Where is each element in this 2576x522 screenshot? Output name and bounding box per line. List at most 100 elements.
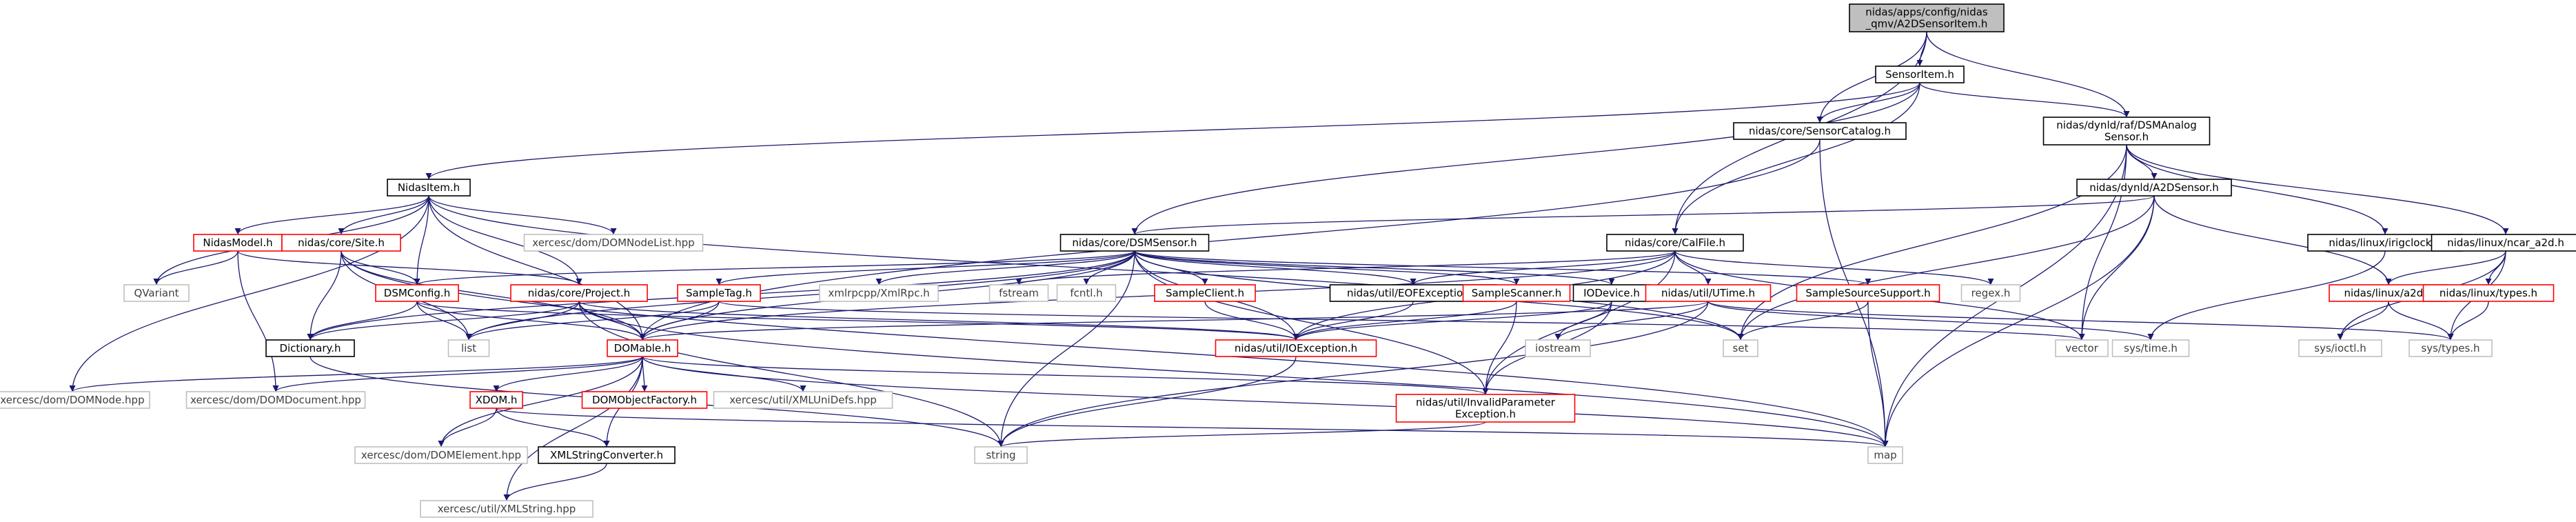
edge-ncar_a2d-to-types <box>2485 250 2506 285</box>
node-map: map <box>1867 446 1903 464</box>
node-label-root: nidas/apps/config/nidas <box>1865 6 1988 19</box>
edge-domable-to-map <box>642 356 1889 448</box>
node-string: string <box>974 446 1028 464</box>
edge-root-to-dsmanalog <box>1926 31 2130 118</box>
node-sampletag[interactable]: SampleTag.h <box>677 284 761 302</box>
node-domobjectfactory[interactable]: DOMObjectFactory.h <box>581 391 708 409</box>
node-dsmsensor[interactable]: nidas/core/DSMSensor.h <box>1059 234 1210 252</box>
node-label-samplesource: SampleSourceSupport.h <box>1805 287 1930 299</box>
edge-ioexception-to-string <box>997 356 1297 448</box>
edge-dsmanalog-to-ncar_a2d <box>2126 144 2509 235</box>
node-project[interactable]: nidas/core/Project.h <box>510 284 648 302</box>
edge-xdom-to-domelement <box>438 408 497 448</box>
node-box-systypes <box>2408 339 2493 357</box>
node-label-sampletag: SampleTag.h <box>686 287 752 299</box>
edge-dsmsensor-to-xmlrpc <box>875 250 1135 285</box>
node-irigclock[interactable]: nidas/linux/irigclock.h <box>2307 234 2463 252</box>
edge-dsmanalog-to-irigclock <box>2126 144 2389 235</box>
node-ioexception[interactable]: nidas/util/IOException.h <box>1215 339 1377 357</box>
node-samplescanner[interactable]: SampleScanner.h <box>1462 284 1571 302</box>
node-box-systime <box>2111 339 2190 357</box>
node-iostream: iostream <box>1525 339 1591 357</box>
node-label-iostream: iostream <box>1535 342 1581 354</box>
node-label-domnode: xercesc/dom/DOMNode.hpp <box>0 394 144 406</box>
node-label-nidasmodel: NidasModel.h <box>203 237 272 249</box>
edge-dsmsensor-to-dsmconfig <box>414 250 1135 285</box>
node-label-map: map <box>1874 449 1896 461</box>
edge-domable-to-domelement <box>438 356 643 448</box>
node-samplesource[interactable]: SampleSourceSupport.h <box>1796 284 1940 302</box>
node-box-sampleclient <box>1154 284 1256 302</box>
edge-dsmsensor-to-invalidparam <box>1134 250 1489 395</box>
node-types[interactable]: nidas/linux/types.h <box>2422 284 2555 302</box>
node-box-domelement <box>354 446 528 464</box>
edge-utime-to-systime <box>1707 301 2154 341</box>
node-systime: sys/time.h <box>2111 339 2190 357</box>
node-box-utime <box>1645 284 1772 302</box>
node-a2dsensor[interactable]: nidas/dynld/A2DSensor.h <box>2076 179 2232 197</box>
edge-dsmanalog-to-set <box>1737 144 2127 341</box>
node-box-samplescanner <box>1462 284 1571 302</box>
node-sysioctl: sys/ioctl.h <box>2298 339 2382 357</box>
node-label-string: string <box>986 449 1015 461</box>
node-nidasmodel[interactable]: NidasModel.h <box>193 234 283 252</box>
node-box-domobjectfactory <box>581 391 708 409</box>
node-dsmconfig[interactable]: DSMConfig.h <box>375 284 459 302</box>
node-label-ncar_a2d: nidas/linux/ncar_a2d.h <box>2447 237 2564 250</box>
edge-nidasitem-to-site <box>338 195 429 235</box>
node-xmlstringconverter[interactable]: XMLStringConverter.h <box>538 446 676 464</box>
edge-domable-to-domnode <box>69 356 643 392</box>
edge-calfile-to-fstream <box>1015 250 1676 285</box>
node-label-irigclock: nidas/linux/irigclock.h <box>2329 237 2441 249</box>
edge-project-to-string <box>578 301 1004 448</box>
node-sampleclient[interactable]: SampleClient.h <box>1154 284 1256 302</box>
edge-dsmsensor-to-list <box>465 250 1135 341</box>
node-iodevice[interactable]: IODevice.h <box>1572 284 1651 302</box>
node-nidasitem[interactable]: NidasItem.h <box>387 179 471 197</box>
node-box-sysioctl <box>2298 339 2382 357</box>
node-sensoritem[interactable]: SensorItem.h <box>1875 66 1965 83</box>
node-sensorcatalog[interactable]: nidas/core/SensorCatalog.h <box>1733 122 1907 140</box>
node-calfile[interactable]: nidas/core/CalFile.h <box>1606 234 1744 252</box>
node-box-root <box>1849 3 2005 32</box>
node-box-domnode <box>0 391 150 409</box>
node-box-xmlunidefs <box>713 391 893 409</box>
edge-irigclock-to-systime <box>2147 250 2386 341</box>
node-label-ioexception: nidas/util/IOException.h <box>1235 342 1357 354</box>
node-label-nidasitem: NidasItem.h <box>398 181 460 194</box>
edge-iodevice-to-ioexception <box>1292 301 1612 341</box>
edge-utime-to-systypes <box>1707 301 2454 341</box>
node-box-types <box>2422 284 2555 302</box>
node-box-nidasitem <box>387 179 471 197</box>
node-ncar_a2d[interactable]: nidas/linux/ncar_a2d.h <box>2431 234 2576 252</box>
node-box-domdocument <box>185 391 366 409</box>
edge-domable-to-invalidparam <box>642 356 1489 395</box>
node-label-domobjectfactory: DOMObjectFactory.h <box>592 394 697 406</box>
node-label-systime: sys/time.h <box>2124 342 2178 354</box>
edge-sampletag-to-vector <box>718 301 2085 341</box>
edge-a2d-to-sysioctl <box>2337 301 2389 341</box>
node-site[interactable]: nidas/core/Site.h <box>281 234 401 252</box>
edge-dsmsensor-to-sampletag <box>716 250 1135 285</box>
edge-calfile-to-eofexception <box>1410 250 1676 285</box>
node-label-root: _qmv/A2DSensorItem.h <box>1865 18 1988 31</box>
node-domable[interactable]: DOMable.h <box>607 339 678 357</box>
node-utime[interactable]: nidas/util/UTime.h <box>1645 284 1772 302</box>
node-box-set <box>1723 339 1758 357</box>
edge-domable-to-xmlstring <box>503 356 643 501</box>
edge-sensoritem-to-calfile <box>1672 82 1920 235</box>
node-box-site <box>281 234 401 252</box>
node-layer: nidas/apps/config/nidas_qmv/A2DSensorIte… <box>0 3 2576 518</box>
node-label-invalidparam: Exception.h <box>1455 408 1516 421</box>
edge-dsmsensor-to-string <box>997 250 1135 448</box>
node-dictionary[interactable]: Dictionary.h <box>265 339 355 357</box>
node-label-eofexception: nidas/util/EOFException.h <box>1347 287 1479 299</box>
node-label-a2d: nidas/linux/a2d.h <box>2344 287 2433 299</box>
edge-project-to-map <box>578 301 1889 448</box>
node-xdom[interactable]: XDOM.h <box>469 391 523 409</box>
edge-nidasmodel-to-domdocument <box>237 250 279 392</box>
edge-a2dsensor-to-vector <box>2078 195 2155 341</box>
